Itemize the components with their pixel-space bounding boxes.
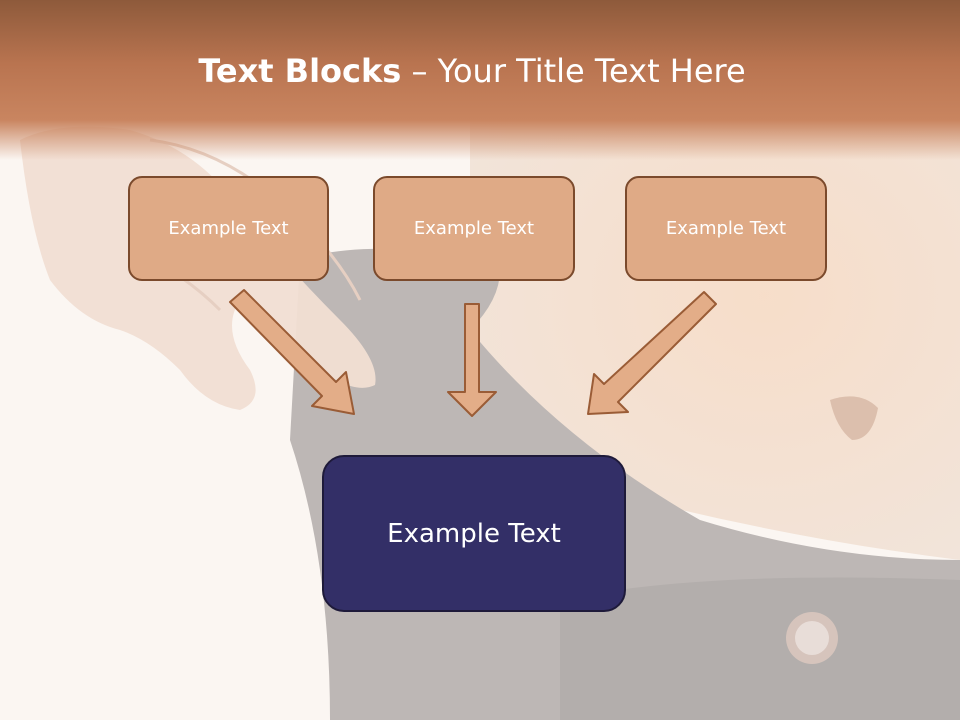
text-block-2[interactable]: Example Text xyxy=(373,176,575,281)
title-band xyxy=(0,0,960,160)
text-block-1[interactable]: Example Text xyxy=(128,176,329,281)
text-block-3-label: Example Text xyxy=(665,218,787,239)
text-block-3[interactable]: Example Text xyxy=(625,176,827,281)
main-text-block-label: Example Text xyxy=(387,518,561,549)
text-block-2-label: Example Text xyxy=(413,218,535,239)
title-bold-text: Text Blocks xyxy=(198,52,402,90)
title-rest-text: – Your Title Text Here xyxy=(401,52,746,90)
text-block-1-label: Example Text xyxy=(168,218,289,239)
slide-title: Text Blocks – Your Title Text Here xyxy=(0,52,944,90)
main-text-block[interactable]: Example Text xyxy=(322,455,626,612)
